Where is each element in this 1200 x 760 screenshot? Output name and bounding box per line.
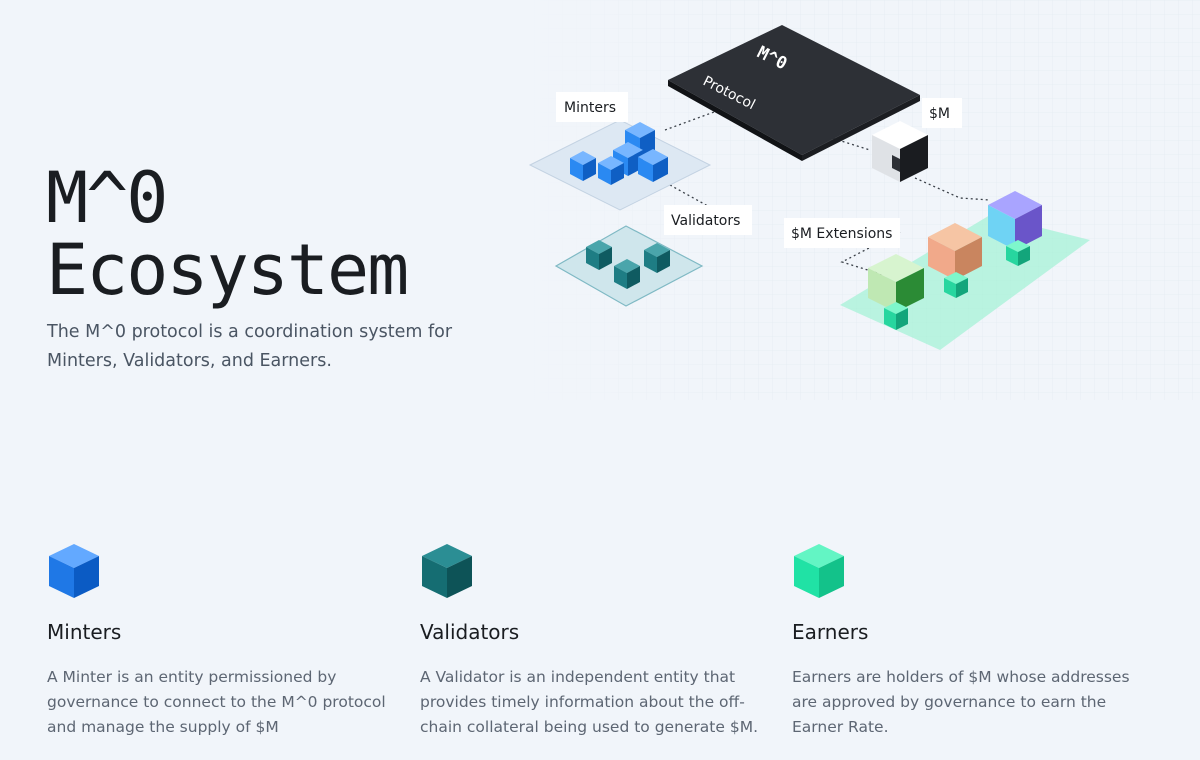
extensions-tag-label: $M Extensions: [791, 226, 892, 242]
title-line-1: M^0: [46, 157, 168, 239]
validators-cubes: [586, 240, 670, 289]
title-line-2: Ecosystem: [46, 229, 409, 311]
validators-tag: Validators: [664, 205, 752, 235]
sm-tag-label: $M: [929, 106, 950, 122]
card-earners: Earners Earners are holders of $M whose …: [792, 540, 1152, 740]
minters-cubes: [570, 122, 668, 185]
protocol-chip: M^0 Protocol: [668, 25, 920, 161]
sm-cube: [872, 121, 928, 182]
card-description: A Validator is an independent entity tha…: [420, 668, 759, 736]
card-minters: Minters A Minter is an entity permission…: [47, 540, 407, 740]
page-title: M^0 Ecosystem: [46, 157, 409, 311]
ecosystem-illustration: Minters Validators M^0 Protocol $M: [520, 0, 1200, 400]
card-title: Validators: [420, 620, 520, 644]
minters-tag: Minters: [556, 92, 628, 122]
card-validators: Validators A Validator is an independent…: [420, 540, 780, 740]
card-description: Earners are holders of $M whose addresse…: [792, 668, 1130, 736]
minters-tag-label: Minters: [564, 100, 616, 116]
extension-cubes: [868, 191, 1042, 330]
card-title: Minters: [47, 620, 122, 644]
extensions-tag: $M Extensions: [784, 218, 900, 248]
sm-tag: $M: [922, 98, 962, 128]
green-cube-icon: [794, 544, 844, 598]
card-title: Earners: [792, 620, 869, 644]
teal-cube-icon: [422, 544, 472, 598]
blue-cube-icon: [49, 544, 99, 598]
card-description: A Minter is an entity permissioned by go…: [47, 668, 386, 736]
hero-subtitle: The M^0 protocol is a coordination syste…: [47, 322, 453, 371]
validators-tag-label: Validators: [671, 213, 740, 229]
